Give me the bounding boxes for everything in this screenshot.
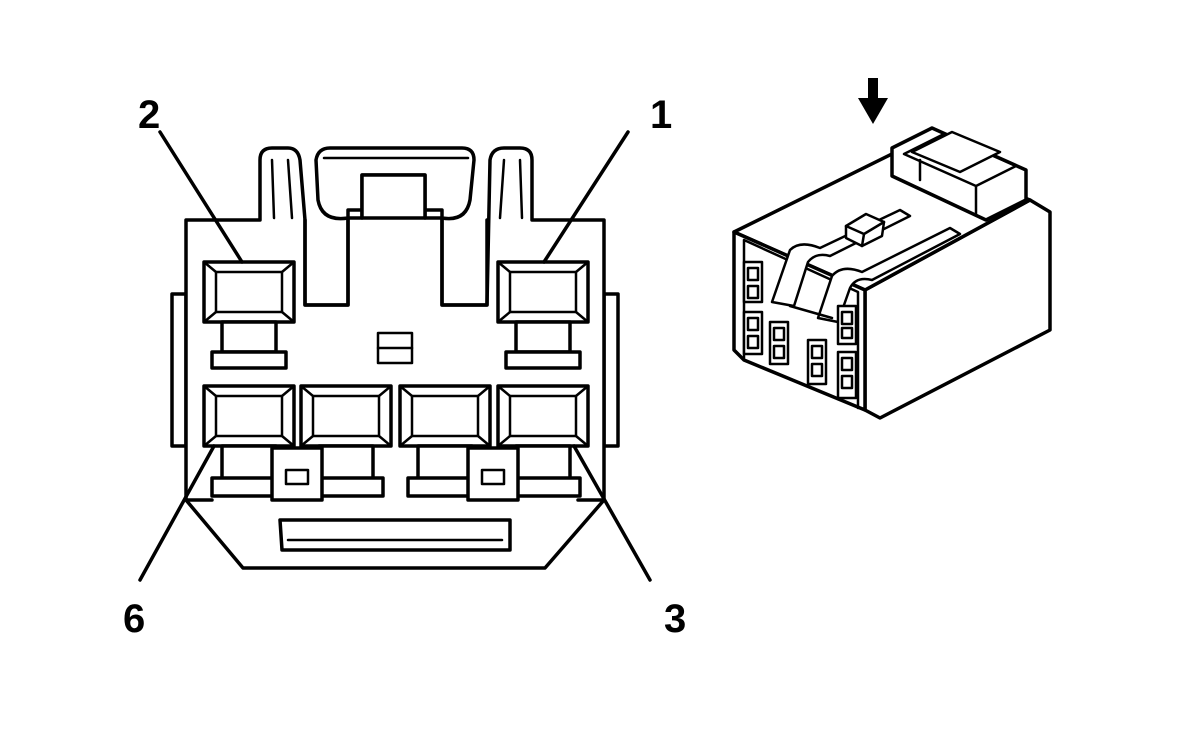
iso-latch-gap bbox=[788, 304, 834, 320]
cavity-pin-2 bbox=[202, 260, 296, 370]
connector-isometric-view bbox=[732, 78, 1052, 420]
latch-channel bbox=[303, 216, 489, 307]
iso-latch-rail-left bbox=[770, 208, 912, 308]
right-side-tab bbox=[602, 292, 620, 448]
iso-cavity-upper-left bbox=[742, 260, 764, 304]
iso-latch-rail-right bbox=[816, 226, 962, 324]
cavity-pin-6 bbox=[202, 384, 296, 498]
lance-left bbox=[270, 446, 324, 502]
iso-lock-block-detail bbox=[902, 132, 1018, 216]
lance-left-window bbox=[284, 468, 310, 486]
iso-latch-bump-edges bbox=[844, 220, 886, 248]
iso-cavity-lower-4 bbox=[836, 350, 858, 400]
bottom-skirt bbox=[184, 498, 606, 552]
iso-lock-block-top bbox=[910, 130, 1002, 174]
arrow-down-icon bbox=[858, 78, 888, 124]
iso-cavity-lower-1 bbox=[742, 310, 764, 356]
pin-label-6: 6 bbox=[123, 597, 145, 641]
iso-latch-bump bbox=[844, 212, 886, 248]
iso-cavity-lower-3 bbox=[806, 338, 828, 386]
cavity-pin-3 bbox=[496, 384, 590, 498]
connector-face-view: 2 1 6 3 bbox=[123, 93, 686, 641]
leader-line-pin-2 bbox=[158, 130, 244, 264]
right-post-detail bbox=[498, 158, 524, 220]
latch-tab bbox=[360, 173, 427, 220]
cavity-pin-4 bbox=[398, 384, 492, 498]
left-post-detail bbox=[270, 158, 294, 220]
leader-line-pin-6 bbox=[138, 444, 216, 582]
leader-line-pin-3 bbox=[572, 444, 652, 582]
leader-line-pin-1 bbox=[542, 130, 630, 264]
pin-label-2: 2 bbox=[138, 93, 160, 137]
pin-label-3: 3 bbox=[664, 597, 686, 641]
left-side-tab bbox=[170, 292, 188, 448]
iso-cavity-lower-2 bbox=[768, 320, 790, 366]
lance-right-window bbox=[480, 468, 506, 486]
cavity-pin-1 bbox=[496, 260, 590, 370]
latch-hood bbox=[314, 146, 476, 221]
lance-right bbox=[466, 446, 520, 502]
pin-label-1: 1 bbox=[650, 93, 672, 137]
iso-cavity-upper-right bbox=[836, 304, 858, 346]
